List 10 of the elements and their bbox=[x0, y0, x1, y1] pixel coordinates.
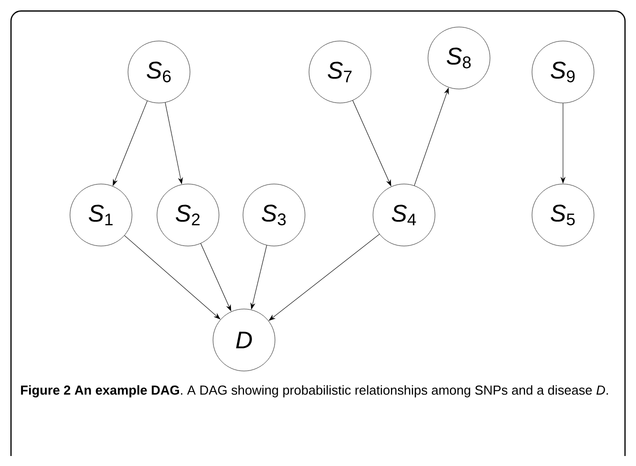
arrow bbox=[560, 102, 566, 184]
arrow bbox=[112, 100, 148, 186]
arrow bbox=[250, 245, 267, 310]
figure-caption: Figure 2 An example DAG. A DAG showing probabilistic relationships among SNPs and a disease D. bbox=[21, 385, 608, 398]
arrow bbox=[164, 102, 183, 184]
arrow bbox=[352, 100, 392, 186]
arrow bbox=[268, 234, 380, 321]
arrow bbox=[124, 235, 220, 320]
arrow bbox=[414, 88, 449, 186]
arrow bbox=[200, 243, 232, 312]
